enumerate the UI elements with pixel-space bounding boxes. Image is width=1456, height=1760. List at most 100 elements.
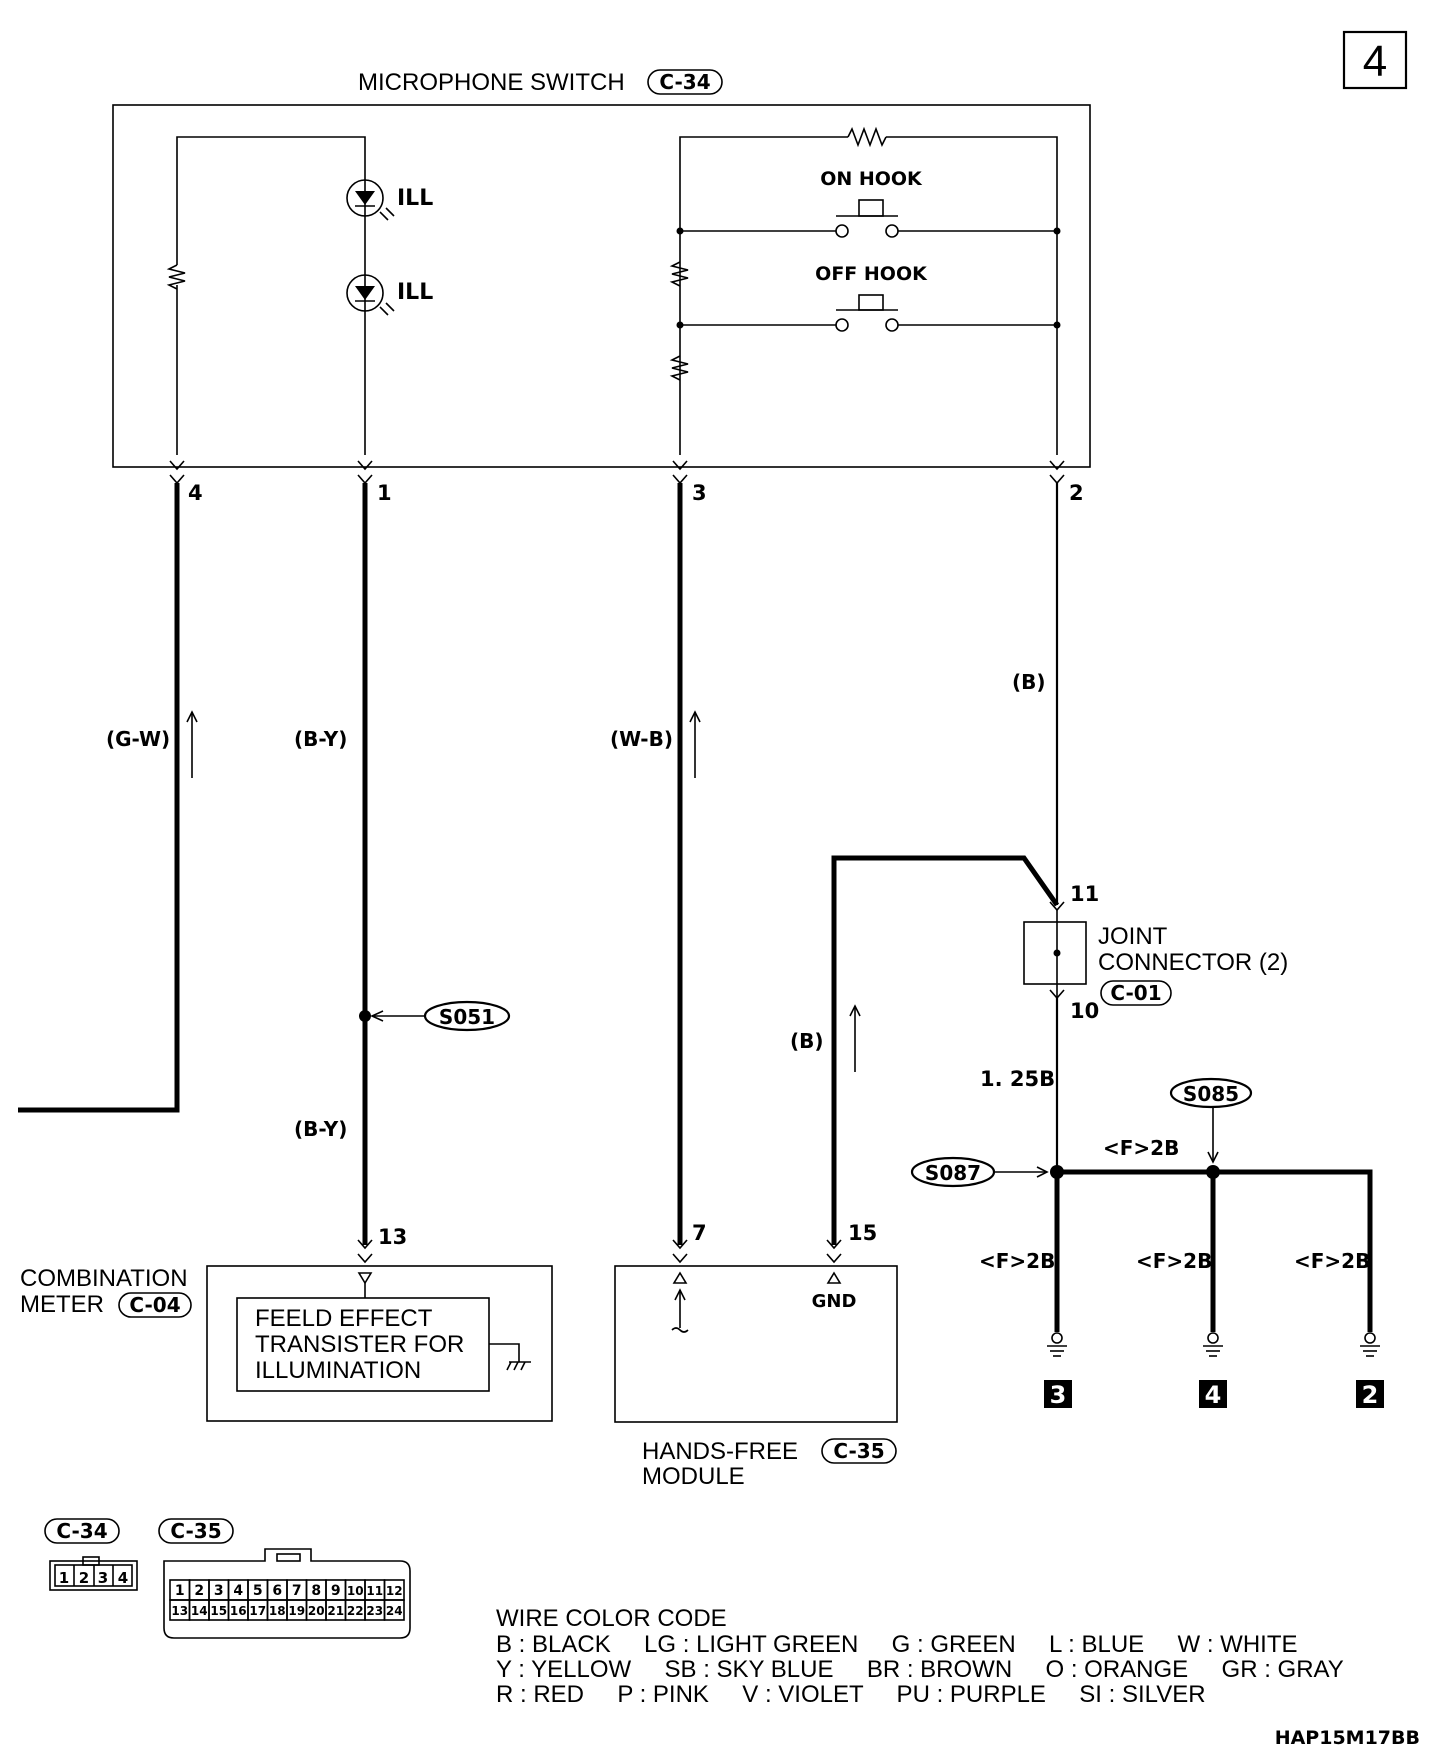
hands-free-line2: MODULE	[642, 1463, 745, 1490]
c34-pin: 3	[98, 1569, 108, 1587]
switch-pin-4: 4	[188, 481, 203, 505]
c35-pin-label: 3	[214, 1583, 224, 1599]
c35-pin-label: 16	[230, 1604, 247, 1618]
resistor-left	[166, 264, 186, 290]
c34-connector-badge	[647, 69, 723, 95]
chassis-ground-icon	[489, 1343, 531, 1371]
wire-label-b-y-upper: (B-Y)	[294, 727, 347, 751]
ill-label-1: ILL	[397, 186, 433, 211]
splice-s085-badge	[1169, 1077, 1253, 1109]
ground-symbol-3-icon	[1047, 1332, 1067, 1357]
hf-pin-15: 15	[848, 1221, 877, 1245]
wire-ground-bus	[1057, 1169, 1373, 1332]
wire-label-b-gnd: (B)	[790, 1029, 824, 1053]
c34-pin: 4	[118, 1569, 128, 1587]
switch-pin-chevrons	[169, 460, 1065, 485]
microphone-switch-box	[112, 104, 1091, 468]
wire-b-gnd	[831, 855, 1060, 1245]
splice-s051-badge	[423, 1000, 511, 1032]
ground-symbol-4-icon	[1203, 1332, 1223, 1357]
c35-pin-label: 6	[272, 1583, 282, 1599]
wire-color-code-line2: Y : YELLOW SB : SKY BLUE BR : BROWN O : …	[496, 1656, 1344, 1683]
wire-label-f2b-left: <F>2B	[979, 1249, 1055, 1273]
resistor-mid	[669, 261, 689, 287]
hf-gnd-label: GND	[812, 1291, 857, 1312]
c04-connector-badge	[118, 1292, 192, 1318]
c35-pin-label: 24	[386, 1604, 403, 1618]
c35-connector-badge	[821, 1438, 897, 1464]
wire-label-w-b: (W-B)	[610, 727, 673, 751]
c35-pin-label: 18	[269, 1604, 286, 1618]
meter-pin-13: 13	[378, 1225, 407, 1249]
c35-pin-label: 4	[233, 1583, 243, 1599]
c35-pin-label: 5	[253, 1583, 263, 1599]
c35-pin-label: 19	[288, 1604, 305, 1618]
microphone-switch-title: MICROPHONE SWITCH	[358, 69, 625, 96]
wire-color-code-line1: B : BLACK LG : LIGHT GREEN G : GREEN L :…	[496, 1631, 1298, 1658]
c35-pin-label: 23	[366, 1604, 383, 1618]
ground-number-3: 3	[1050, 1381, 1067, 1409]
switch-pin-2: 2	[1069, 481, 1084, 505]
off-hook-label: OFF HOOK	[815, 263, 928, 285]
c35-connector-label: C-35	[833, 1439, 884, 1463]
combination-meter-box	[206, 1265, 553, 1422]
splice-s085-dot	[1206, 1165, 1220, 1179]
hf-terminal-7-icon	[672, 1271, 688, 1284]
c35-pin-label: 15	[210, 1604, 227, 1618]
wire-label-b-y-lower: (B-Y)	[294, 1117, 347, 1141]
c35-pin-label: 1	[175, 1583, 185, 1599]
off-hook-switch-icon	[680, 294, 1057, 332]
switch-pin-1: 1	[377, 481, 392, 505]
resistor-bottom	[669, 355, 689, 381]
c35-pin-label: 22	[347, 1604, 364, 1618]
ground-number-2: 2	[1362, 1381, 1379, 1409]
ground-badge-4	[1199, 1380, 1227, 1408]
wire-g-w	[18, 483, 180, 1113]
c35-pin-label: 11	[366, 1584, 383, 1598]
c35-pin-label: 7	[292, 1583, 302, 1599]
ground-badge-2	[1356, 1380, 1384, 1408]
c35-pin-label: 10	[347, 1584, 364, 1598]
page-number-box	[1342, 30, 1408, 90]
hf-terminal-15-icon	[826, 1271, 842, 1284]
fet-label-line2: TRANSISTER FOR	[255, 1331, 464, 1358]
c34-pin: 1	[59, 1569, 69, 1587]
joint-connector-box	[1023, 921, 1087, 985]
c35-pin-label: 12	[386, 1584, 403, 1598]
wire-label-g-w: (G-W)	[106, 727, 170, 751]
combination-meter-line2: METER	[20, 1291, 104, 1318]
ground-badge-3	[1044, 1380, 1072, 1408]
wire-size-125b: 1. 25B	[980, 1067, 1055, 1091]
splice-s087-label: S087	[925, 1161, 981, 1185]
splice-s087-dot	[1050, 1165, 1064, 1179]
switch-pin-3: 3	[692, 481, 707, 505]
ground-number-4: 4	[1205, 1381, 1222, 1409]
resistor-top	[847, 126, 887, 148]
current-flow-arrows	[186, 710, 861, 1072]
c35-pin-label: 14	[191, 1604, 208, 1618]
fet-label-line3: ILLUMINATION	[255, 1357, 421, 1384]
c01-connector-label: C-01	[1110, 981, 1161, 1005]
ground-symbol-2-icon	[1360, 1332, 1380, 1357]
c34-view-badge	[44, 1518, 120, 1544]
combination-meter-line1: COMBINATION	[20, 1265, 188, 1292]
hf-pin-7: 7	[692, 1221, 707, 1245]
meter-terminal-icon	[357, 1272, 373, 1285]
wire-color-code-title: WIRE COLOR CODE	[496, 1605, 727, 1632]
ill-led-2-icon	[346, 274, 395, 316]
wire-label-f2b-top: <F>2B	[1103, 1136, 1179, 1160]
on-hook-label: ON HOOK	[820, 168, 923, 190]
wire-label-b-right: (B)	[1012, 670, 1046, 694]
c34-view-label: C-34	[56, 1519, 107, 1543]
hands-free-line1: HANDS-FREE	[642, 1438, 798, 1465]
c35-pin-label: 17	[249, 1604, 266, 1618]
joint-connector-line2: CONNECTOR (2)	[1098, 949, 1288, 976]
c35-pin-label: 21	[327, 1604, 344, 1618]
ill-label-2: ILL	[397, 280, 433, 305]
splice-s051-dot	[359, 1010, 371, 1022]
c35-pin-cell	[383, 1599, 405, 1621]
c01-connector-badge	[1100, 980, 1172, 1006]
c34-connector-label: C-34	[659, 70, 710, 94]
diagram-code: HAP15M17BB	[1275, 1727, 1420, 1749]
